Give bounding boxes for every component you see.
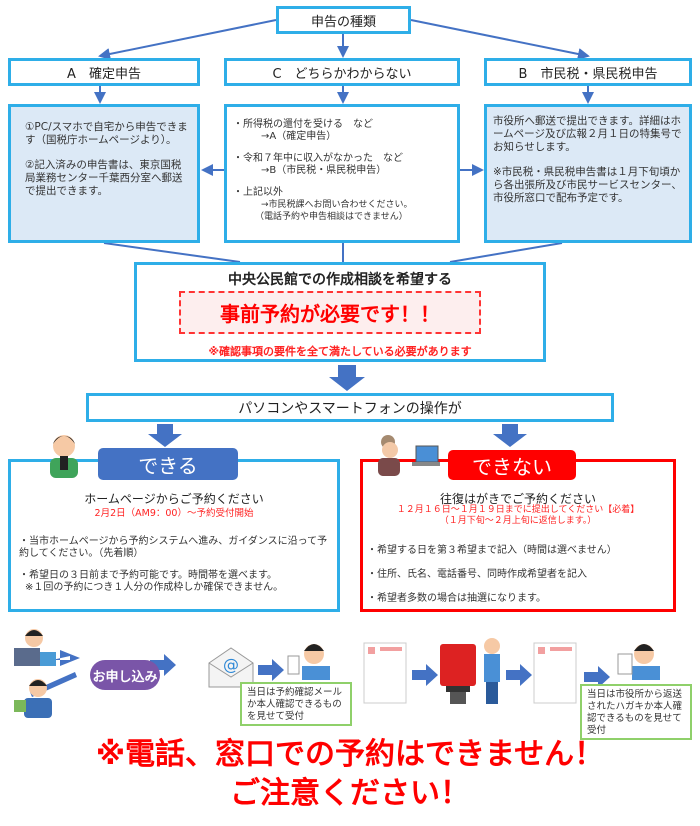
mailbox-person-icon [440, 638, 500, 704]
tab-can: できる [98, 448, 238, 480]
down-arrows [30, 365, 610, 697]
title-text: 申告の種類 [310, 14, 376, 30]
a-line-2: ②記入済みの申告書は、東京国税局業務センター千葉西分室へ郵送で提出できます。 [25, 159, 183, 197]
svg-text:@: @ [223, 655, 239, 674]
can-bullet-3: ※１回の予約につき１人分の作成枠しか確保できません。 [25, 582, 284, 593]
category-b-label: B 市民税・県民税申告 [518, 66, 658, 82]
cannot-reply-period: （１月下旬～２月上旬に返信します。） [439, 516, 597, 526]
c-item-1-result: →A（確定申告） [261, 131, 337, 142]
c-item-2-result: →B（市民税・県民税申告） [261, 165, 387, 176]
can-bullet-1: ・当市ホームページから予約システムへ進み、ガイダンスに沿って予約してください。（… [19, 536, 328, 559]
c-item-2: ・令和７年中に収入がなかった など [233, 153, 403, 164]
category-c-detail: ・所得税の還付を受ける など →A（確定申告） ・令和７年中に収入がなかった な… [224, 104, 460, 243]
c-item-1: ・所得税の還付を受ける など [233, 119, 373, 130]
b-line-2: ※市民税・県民税申告書は１月下旬頃から各出張所及び市民サービスセンター、市役所窓… [493, 166, 682, 204]
return-postcard-icon [363, 642, 407, 704]
category-a-detail: ①PC/スマホで自宅から申告できます（国税庁ホームページより）。 ②記入済みの申… [8, 104, 200, 243]
tab-cannot: できない [448, 450, 576, 480]
category-a-header: A 確定申告 [8, 58, 200, 86]
can-heading: ホームページからご予約ください [84, 492, 264, 506]
can-tab-label: できる [138, 453, 198, 478]
cannot-bullet-3: ・希望者多数の場合は抽選になります。 [367, 593, 546, 604]
reservation-required-notice: 事前予約が必要です！！ [179, 291, 481, 334]
category-b-header: B 市民税・県民税申告 [484, 58, 692, 86]
c-item-3-result: →市民税課へお問い合わせください。 [261, 200, 413, 210]
email-reception-note: 当日は予約確認メールか本人確認できるものを見せて受付 [240, 682, 352, 726]
attention-warning: ご注意ください！ [230, 776, 470, 811]
question-text: パソコンやスマートフォンの操作が [238, 400, 462, 417]
postcard-reception-note: 当日は市役所から返送されたハガキか本人確認できるものを見せて受付 [580, 684, 692, 740]
person-tablet-icon [14, 679, 52, 718]
can-panel: ホームページからご予約ください 2月2日（AM9：00）～予約受付開始 ・当市ホ… [8, 459, 340, 612]
cannot-bullet-2: ・住所、氏名、電話番号、同時作成希望者を記入 [367, 569, 587, 580]
c-item-3: ・上記以外 [233, 187, 283, 198]
consult-title: 中央公民館での作成相談を希望する [228, 272, 452, 288]
person-pc-icon [14, 629, 56, 666]
person-showing-postcard-icon [617, 644, 660, 680]
can-bullet-2: ・希望日の３日前まで予約可能です。時間帯を選べます。 [19, 570, 277, 581]
boy-smartphone-icon [50, 435, 78, 478]
question-box: パソコンやスマートフォンの操作が [86, 393, 614, 422]
can-start-date: 2月2日（AM9：00）～予約受付開始 [94, 508, 254, 519]
email-envelope-icon: @ [208, 647, 254, 688]
returned-postcard-icon [533, 642, 577, 704]
apply-badge: お申し込み [90, 660, 160, 690]
category-c-header: C どちらかわからない [224, 58, 460, 86]
a-line-1: ①PC/スマホで自宅から申告できます（国税庁ホームページより）。 [25, 121, 188, 146]
c-item-3-note: （電話予約や申告相談はできません） [255, 212, 408, 222]
cannot-deadline: １２月１６日～１月１９日までに提出してください【必着】 [396, 505, 640, 515]
consult-box: 中央公民館での作成相談を希望する 事前予約が必要です！！ ※確認事項の要件を全て… [134, 262, 546, 362]
cannot-tab-label: できない [472, 454, 552, 479]
person-showing-phone-icon [287, 644, 330, 680]
category-c-label: C どちらかわからない [272, 66, 412, 82]
title-box: 申告の種類 [276, 6, 411, 34]
category-b-detail: 市役所へ郵送で提出できます。詳細はホームページ及び広報２月１日の特集号でお知らせ… [484, 104, 692, 243]
no-phone-reservation-warning: ※電話、窓口での予約はできません！ [95, 737, 605, 772]
cannot-heading: 往復はがきでご予約ください [439, 492, 596, 506]
category-a-label: A 確定申告 [67, 66, 141, 82]
cannot-panel: 往復はがきでご予約ください １２月１６日～１月１９日までに提出してください【必着… [360, 459, 676, 612]
elderly-woman-laptop-icon [378, 435, 440, 476]
requirement-note: ※確認事項の要件を全て満たしている必要があります [208, 345, 472, 358]
b-line-1: 市役所へ郵送で提出できます。詳細はホームページ及び広報２月１日の特集号でお知らせ… [493, 115, 682, 153]
cannot-bullet-1: ・希望する日を第３希望まで記入（時間は選べません） [367, 545, 617, 556]
